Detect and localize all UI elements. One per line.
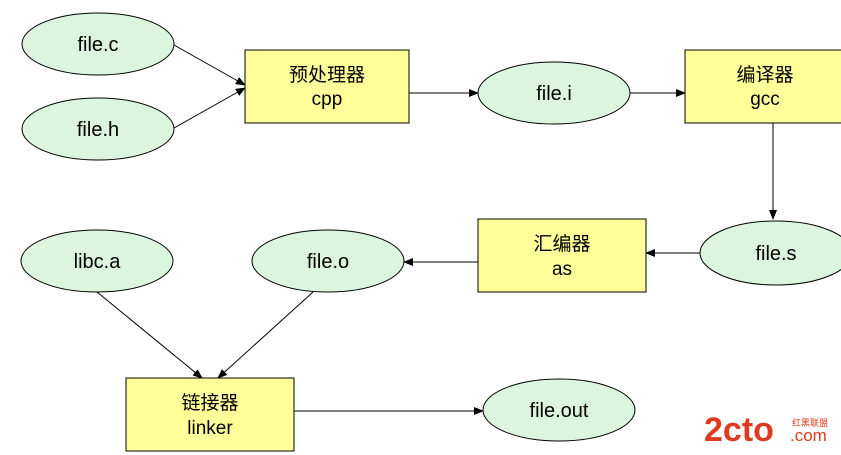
ellipse-shape: [251, 229, 405, 293]
box-label-cn: 链接器: [181, 392, 238, 414]
edge-file-c-to-preprocessor: [173, 44, 246, 86]
box-preprocessor: 预处理器 cpp: [244, 49, 410, 124]
box-label-cn: 编译器: [736, 64, 793, 86]
watermark-logo: 2cto 红黑联盟 .com: [704, 411, 828, 449]
node-label: file.s: [755, 243, 796, 265]
box-shape: [477, 218, 647, 293]
box-assembler: 汇编器 as: [477, 218, 647, 293]
ellipse-shape: [21, 12, 175, 76]
edge-file-o-to-linker: [217, 291, 314, 379]
node-label: libc.a: [74, 251, 122, 273]
box-label-cn: 汇编器: [533, 233, 590, 255]
box-shape: [684, 49, 841, 124]
ellipse-shape: [482, 378, 636, 442]
node-label: file.o: [307, 251, 349, 273]
ellipse-shape: [20, 229, 174, 293]
box-label-cn: 预处理器: [289, 64, 365, 86]
box-label-en: cpp: [312, 89, 343, 110]
node-file-out: file.out: [482, 378, 636, 442]
node-label: file.h: [77, 119, 119, 141]
node-label: file.i: [536, 83, 572, 105]
edges: [96, 44, 777, 415]
node-file-s: file.s: [699, 220, 841, 286]
box-shape: [125, 377, 295, 452]
node-libc-a: libc.a: [20, 229, 174, 293]
node-file-c: file.c: [21, 12, 175, 76]
box-linker: 链接器 linker: [125, 377, 295, 452]
watermark-2cto-text: 2cto: [704, 411, 774, 449]
box-label-en: as: [552, 259, 572, 280]
ellipse-shape: [477, 61, 631, 125]
box-shape: [244, 49, 410, 124]
node-file-o: file.o: [251, 229, 405, 293]
edge-libc-a-to-linker: [96, 291, 203, 379]
node-label: file.c: [77, 34, 118, 56]
node-label: file.out: [530, 400, 589, 422]
ellipse-shape: [699, 220, 841, 286]
ellipse-shape: [21, 97, 175, 161]
watermark-chinese-text: 红黑联盟: [792, 417, 828, 428]
box-label-en: linker: [187, 418, 233, 439]
box-compiler: 编译器 gcc: [684, 49, 841, 124]
node-file-h: file.h: [21, 97, 175, 161]
edge-file-h-to-preprocessor: [173, 87, 246, 129]
watermark-com-text: .com: [790, 426, 827, 445]
box-label-en: gcc: [750, 89, 780, 110]
node-file-i: file.i: [477, 61, 631, 125]
